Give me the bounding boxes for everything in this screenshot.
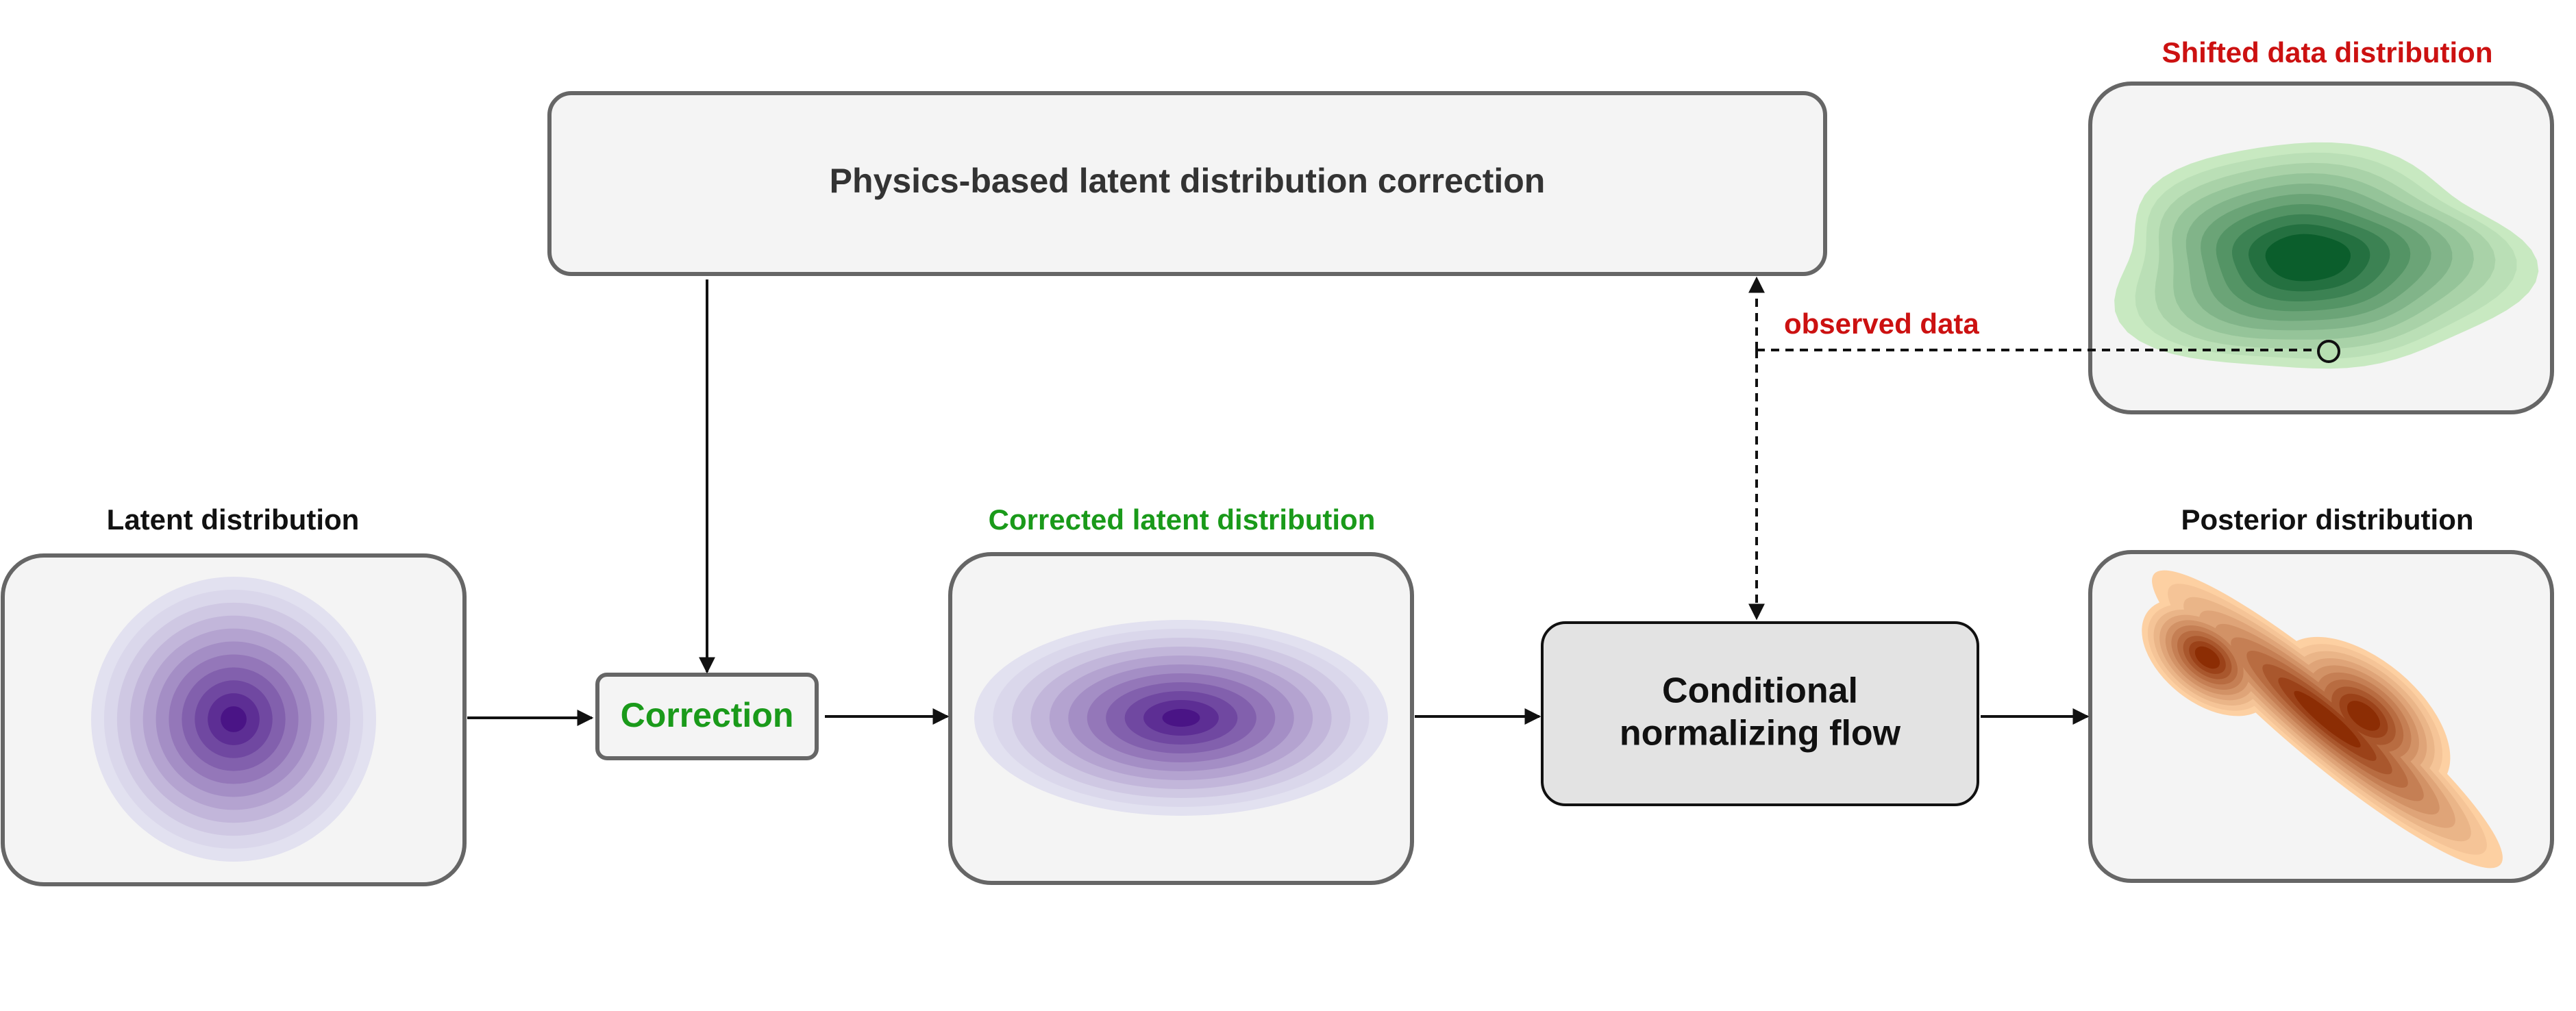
observed-data-point [2317,340,2340,363]
normalizing-flow-label-line2: normalizing flow [1620,714,1901,753]
corrected-contour-10 [1162,709,1200,727]
shifted-contour-9 [2265,234,2351,282]
correction-box[interactable]: Correction [595,673,819,760]
corrected-latent-title: Corrected latent distribution [989,503,1376,536]
shifted-distribution-panel [2088,82,2554,414]
posterior-distribution-title: Posterior distribution [2181,503,2473,536]
posterior-mode-b-contour-9 [2346,701,2381,731]
shifted-density-contours [2114,142,2539,369]
normalizing-flow-label-line1: Conditional [1662,671,1858,711]
shifted-distribution-title: Shifted data distribution [2162,36,2493,68]
latent-distribution-panel [1,553,467,886]
posterior-main-contour-9 [2294,690,2361,748]
posterior-mode-a-contour-9 [2194,646,2220,669]
normalizing-flow-box[interactable]: Conditional normalizing flow [1541,621,1979,806]
correction-label: Correction [621,696,794,734]
latent-density-contours [91,577,376,862]
latent-distribution-title: Latent distribution [107,503,360,536]
physics-correction-label: Physics-based latent distribution correc… [830,162,1546,200]
physics-correction-box[interactable]: Physics-based latent distribution correc… [547,91,1827,276]
latent-contour-10 [221,706,247,732]
observed-data-label: observed data [1784,308,1979,340]
posterior-distribution-panel [2088,550,2554,883]
corrected-latent-panel [948,552,1414,885]
corrected-density-contours [974,620,1388,816]
posterior-density-contours [2142,570,2503,869]
